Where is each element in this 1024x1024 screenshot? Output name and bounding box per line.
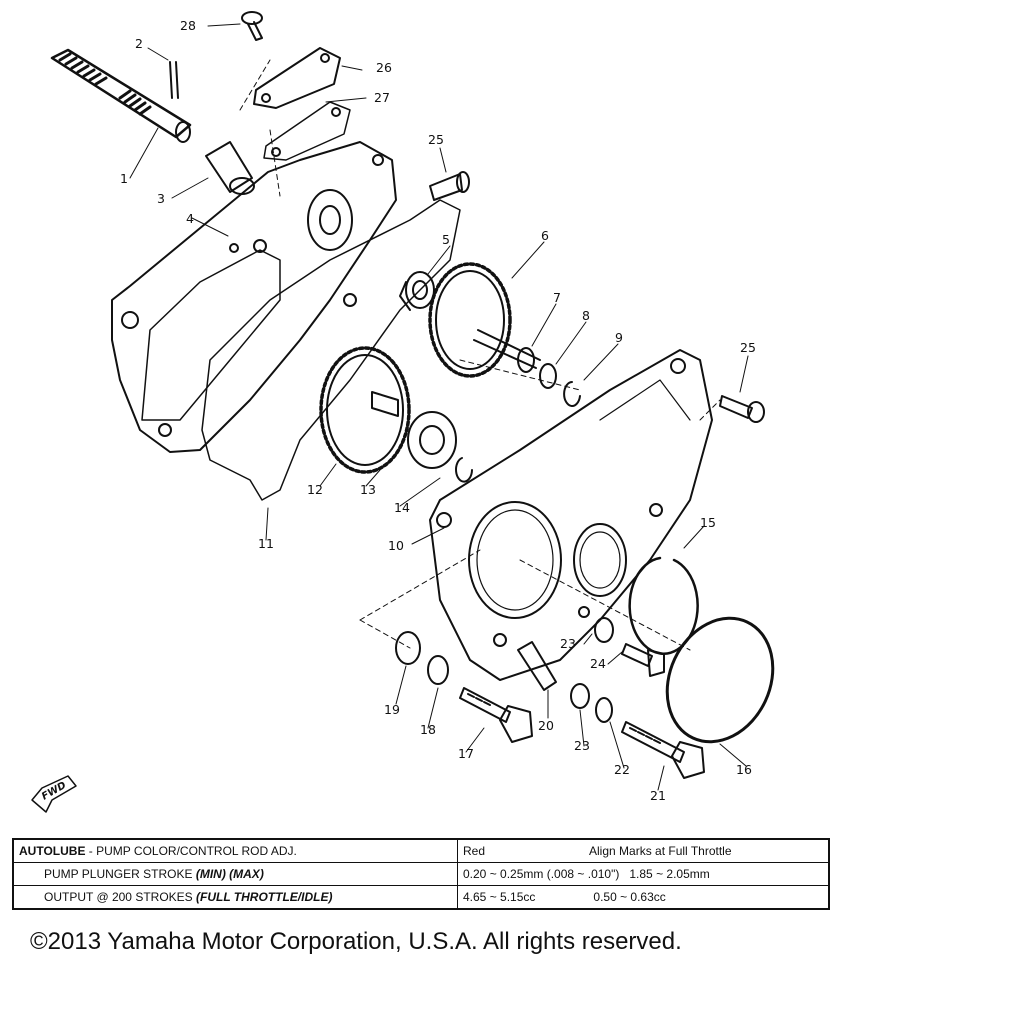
spec-label-output: OUTPUT @ 200 STROKES (FULL THROTTLE/IDLE… bbox=[12, 885, 458, 910]
callout-23b: 23 bbox=[574, 738, 590, 753]
part-12-driven-gear bbox=[319, 346, 411, 474]
callout-17: 17 bbox=[458, 746, 474, 761]
part-28-screw bbox=[241, 11, 263, 41]
callout-16: 16 bbox=[736, 762, 752, 777]
part-5-bearing bbox=[399, 271, 435, 311]
callout-7: 7 bbox=[553, 290, 561, 305]
spec-row-plunger-stroke: PUMP PLUNGER STROKE (MIN) (MAX) 0.20 ~ 0… bbox=[12, 862, 830, 886]
callout-8: 8 bbox=[582, 308, 590, 323]
callout-4: 4 bbox=[186, 211, 194, 226]
callout-5: 5 bbox=[442, 232, 450, 247]
part-26-cover-plate bbox=[253, 47, 341, 109]
callout-10: 10 bbox=[388, 538, 404, 553]
spec-label-pump-color: AUTOLUBE - PUMP COLOR/CONTROL ROD ADJ. bbox=[12, 838, 458, 863]
part-23b-washer bbox=[570, 683, 590, 709]
callout-15: 15 bbox=[700, 515, 716, 530]
callout-2: 2 bbox=[135, 36, 143, 51]
callout-13: 13 bbox=[360, 482, 376, 497]
part-18-washer bbox=[427, 655, 449, 685]
callout-9: 9 bbox=[615, 330, 623, 345]
part-19-washer bbox=[395, 631, 421, 665]
callout-22: 22 bbox=[614, 762, 630, 777]
callout-1: 1 bbox=[120, 171, 128, 186]
part-9-circlip bbox=[563, 381, 581, 407]
spec-label-plunger-stroke: PUMP PLUNGER STROKE (MIN) (MAX) bbox=[12, 862, 458, 886]
part-20-dowel bbox=[517, 641, 557, 691]
callout-23a: 23 bbox=[560, 636, 576, 651]
part-8-washer bbox=[539, 363, 557, 389]
callout-19: 19 bbox=[384, 702, 400, 717]
part-25a-screw bbox=[429, 171, 470, 201]
callout-25b: 25 bbox=[740, 340, 756, 355]
callout-24: 24 bbox=[590, 656, 606, 671]
spec-value-plunger-stroke: 0.20 ~ 0.25mm (.008 ~ .010") 1.85 ~ 2.05… bbox=[457, 862, 830, 886]
autolube-spec-table: AUTOLUBE - PUMP COLOR/CONTROL ROD ADJ. R… bbox=[12, 838, 830, 910]
part-23a-washer bbox=[594, 617, 614, 643]
part-2-pin bbox=[169, 61, 179, 99]
part-6-drive-gear bbox=[428, 262, 541, 378]
part-1-pump-shaft bbox=[50, 48, 192, 143]
callout-25a: 25 bbox=[428, 132, 444, 147]
part-11-gasket bbox=[201, 199, 461, 501]
callout-11: 11 bbox=[258, 536, 274, 551]
spec-row-pump-color: AUTOLUBE - PUMP COLOR/CONTROL ROD ADJ. R… bbox=[12, 838, 830, 863]
callout-27: 27 bbox=[374, 90, 390, 105]
part-25b-screw bbox=[719, 395, 765, 423]
spec-row-output: OUTPUT @ 200 STROKES (FULL THROTTLE/IDLE… bbox=[12, 885, 830, 910]
callout-14: 14 bbox=[394, 500, 410, 515]
exploded-parts-diagram: FWD 123456789101112131415161718192021222… bbox=[31, 11, 775, 813]
part-3-bushing bbox=[205, 141, 255, 195]
callout-20: 20 bbox=[538, 718, 554, 733]
part-24-bolt bbox=[621, 643, 665, 677]
callout-6: 6 bbox=[541, 228, 549, 243]
part-4-pump-housing bbox=[111, 141, 397, 453]
leader-lines bbox=[129, 23, 749, 791]
part-7-washer bbox=[517, 347, 535, 373]
fwd-arrow-icon: FWD bbox=[31, 775, 77, 813]
part-14-circlip bbox=[455, 457, 473, 483]
part-13-bearing bbox=[407, 411, 457, 469]
callout-12: 12 bbox=[307, 482, 323, 497]
callout-28: 28 bbox=[180, 18, 196, 33]
part-21-bolt bbox=[621, 721, 705, 779]
callout-3: 3 bbox=[157, 191, 165, 206]
part-22-washer bbox=[595, 697, 613, 723]
copyright-notice: ©2013 Yamaha Motor Corporation, U.S.A. A… bbox=[30, 928, 682, 955]
callout-26: 26 bbox=[376, 60, 392, 75]
part-17-bolt bbox=[459, 687, 533, 743]
callout-18: 18 bbox=[420, 722, 436, 737]
alignment-lines bbox=[239, 59, 721, 651]
part-10-pump-cover bbox=[429, 349, 713, 681]
part-16-o-ring bbox=[665, 616, 775, 744]
callout-21: 21 bbox=[650, 788, 666, 803]
part-27-gasket bbox=[263, 101, 351, 161]
